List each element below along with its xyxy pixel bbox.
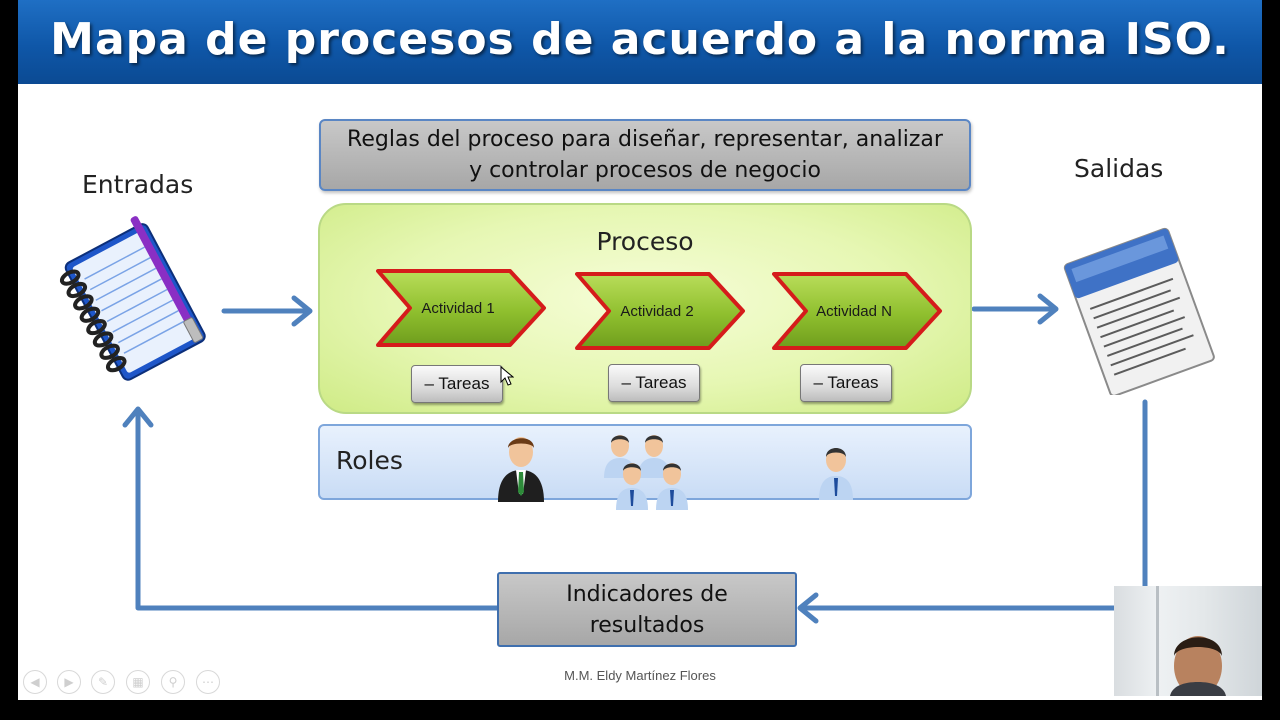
roles-label: Roles (336, 446, 403, 475)
notebook-icon (59, 216, 206, 381)
more-options-icon[interactable]: ⋯ (196, 670, 220, 694)
indicators-box: Indicadores de resultados (497, 572, 797, 647)
zoom-icon[interactable]: ⚲ (161, 670, 185, 694)
outputs-label: Salidas (1074, 154, 1164, 183)
process-rules-box: Reglas del proceso para diseñar, represe… (319, 119, 971, 191)
activity-n: Actividad N (772, 271, 944, 351)
next-slide-button[interactable]: ▶ (57, 670, 81, 694)
tasks-button-1[interactable]: – Tareas (411, 365, 503, 403)
pen-icon[interactable]: ✎ (91, 670, 115, 694)
webcam-overlay (1114, 586, 1262, 696)
title-bar (18, 0, 1262, 84)
cursor-icon (500, 366, 514, 386)
indicators-line-1: Indicadores de (566, 581, 728, 607)
slides-grid-icon[interactable]: ▦ (126, 670, 150, 694)
businessman-icon (498, 437, 544, 502)
activity-1: Actividad 1 (376, 268, 548, 348)
document-list-icon (1063, 227, 1215, 395)
process-box: Proceso Actividad 1 – Tareas Actividad 2… (318, 203, 972, 414)
inputs-label: Entradas (82, 170, 194, 199)
footer-author: M.M. Eldy Martínez Flores (564, 668, 716, 683)
indicators-line-2: resultados (589, 612, 705, 638)
tasks-button-2[interactable]: – Tareas (608, 364, 700, 402)
presenter-video (1156, 586, 1226, 696)
team-icon (604, 435, 688, 510)
activity-1-label: Actividad 1 (421, 299, 495, 317)
rules-line-1: Reglas del proceso para diseñar, represe… (347, 127, 943, 152)
person-icon (819, 448, 853, 500)
tasks-button-n[interactable]: – Tareas (800, 364, 892, 402)
rules-line-2: y controlar procesos de negocio (469, 158, 821, 183)
activity-2: Actividad 2 (575, 271, 747, 351)
activity-n-label: Actividad N (816, 302, 892, 320)
activity-2-label: Actividad 2 (620, 302, 694, 320)
previous-slide-button[interactable]: ◀ (23, 670, 47, 694)
slide-title: Mapa de procesos de acuerdo a la norma I… (50, 14, 1230, 65)
process-title: Proceso (596, 227, 694, 256)
slide: Mapa de procesos de acuerdo a la norma I… (18, 0, 1262, 700)
arrow-feedback-left (135, 409, 500, 611)
